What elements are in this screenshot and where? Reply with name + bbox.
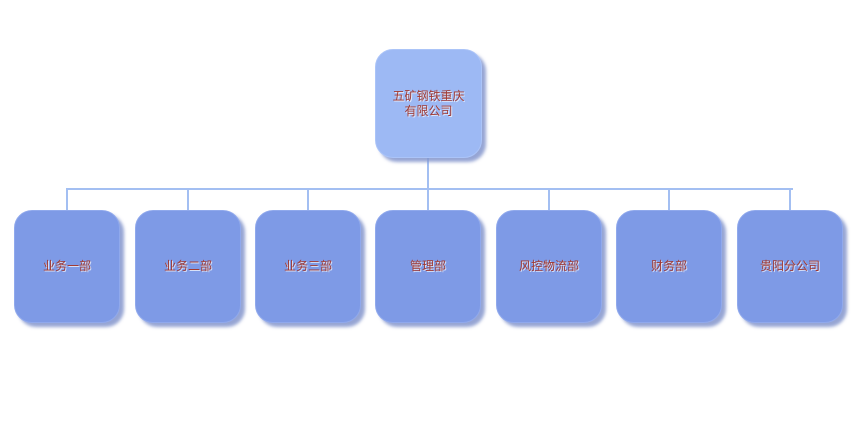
connector-stub-5: [548, 189, 550, 211]
org-node-dept-7[interactable]: 贵阳分公司: [737, 210, 843, 323]
org-node-label: 业务三部: [283, 259, 332, 273]
org-node-label: 管理部: [409, 259, 446, 273]
connector-stub-2: [187, 189, 189, 211]
org-node-label: 贵阳分公司: [759, 259, 820, 273]
connector-stub-7: [789, 189, 791, 211]
org-node-dept-2[interactable]: 业务二部: [135, 210, 241, 323]
org-node-root-label: 五矿钢铁重庆有限公司: [392, 88, 465, 118]
org-node-label: 财务部: [650, 259, 687, 273]
connector-stub-1: [66, 189, 68, 211]
org-node-dept-4[interactable]: 管理部: [375, 210, 481, 323]
connector-root-drop-line: [427, 158, 429, 211]
org-node-label: 风控物流部: [518, 259, 579, 273]
org-node-dept-1[interactable]: 业务一部: [14, 210, 120, 323]
org-node-root[interactable]: 五矿钢铁重庆有限公司: [375, 49, 482, 158]
org-node-dept-3[interactable]: 业务三部: [255, 210, 361, 323]
connector-horizontal-line: [66, 188, 793, 190]
org-node-dept-6[interactable]: 财务部: [616, 210, 722, 323]
connector-stub-6: [668, 189, 670, 211]
org-node-label: 业务一部: [42, 259, 91, 273]
org-node-label: 业务二部: [163, 259, 212, 273]
connector-stub-3: [307, 189, 309, 211]
org-node-dept-5[interactable]: 风控物流部: [496, 210, 602, 323]
